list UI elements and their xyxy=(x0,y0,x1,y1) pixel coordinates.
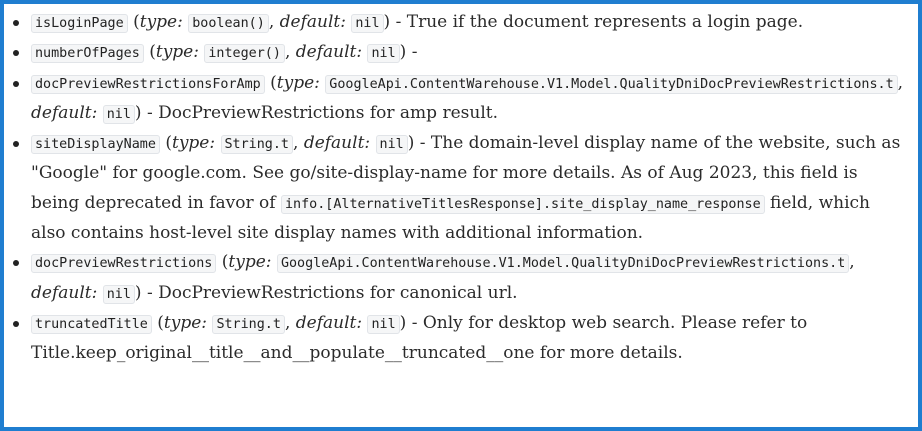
field-type: boolean() xyxy=(188,14,269,33)
field-default: nil xyxy=(367,44,400,64)
type-label: type: xyxy=(139,12,183,32)
field-default: nil xyxy=(102,104,135,124)
type-label: type: xyxy=(163,312,208,333)
field-default: nil xyxy=(375,135,408,155)
list-item: truncatedTitle (type: String.t, default:… xyxy=(4,309,918,369)
field-type: String.t xyxy=(220,135,293,155)
type-label: type: xyxy=(155,42,199,63)
field-description: Only for desktop web search. Please refe… xyxy=(31,312,808,364)
field-description: DocPreviewRestrictions for canonical url… xyxy=(158,282,518,303)
default-label: default: xyxy=(31,282,98,303)
field-description: DocPreviewRestrictions for amp result. xyxy=(158,102,498,123)
type-label: type: xyxy=(228,252,272,273)
default-label: default: xyxy=(295,312,363,333)
field-type: GoogleApi.ContentWarehouse.V1.Model.Qual… xyxy=(276,254,850,274)
field-name: isLoginPage xyxy=(31,14,128,33)
field-description: The domain-level display name of the web… xyxy=(31,133,901,213)
list-item: isLoginPage (type: boolean(), default: n… xyxy=(4,8,918,38)
field-list: isLoginPage (type: boolean(), default: n… xyxy=(4,4,918,369)
type-label: type: xyxy=(171,133,216,154)
list-item: numberOfPages (type: integer(), default:… xyxy=(4,38,918,68)
field-type: integer() xyxy=(204,44,285,64)
field-description-continued: field, which also contains host-level si… xyxy=(31,192,870,244)
list-item: siteDisplayName (type: String.t, default… xyxy=(4,129,918,248)
field-name: docPreviewRestrictionsForAmp xyxy=(31,74,265,94)
default-label: default: xyxy=(303,133,371,154)
default-label: default: xyxy=(279,12,346,32)
description-code: info.[AlternativeTitlesResponse].site_di… xyxy=(280,194,765,214)
type-label: type: xyxy=(276,72,320,93)
field-type: GoogleApi.ContentWarehouse.V1.Model.Qual… xyxy=(325,74,898,94)
field-name: docPreviewRestrictions xyxy=(31,254,217,274)
field-default: nil xyxy=(367,314,400,334)
default-label: default: xyxy=(295,42,363,63)
field-default: nil xyxy=(102,284,135,304)
field-name: siteDisplayName xyxy=(31,135,160,155)
field-name: numberOfPages xyxy=(31,44,144,64)
default-label: default: xyxy=(31,102,98,123)
list-item: docPreviewRestrictionsForAmp (type: Goog… xyxy=(4,69,918,130)
field-description: True if the document represents a login … xyxy=(406,12,804,32)
list-item: docPreviewRestrictions (type: GoogleApi.… xyxy=(4,248,918,309)
field-name: truncatedTitle xyxy=(31,314,152,334)
field-type: String.t xyxy=(212,314,285,334)
field-default: nil xyxy=(351,14,384,33)
